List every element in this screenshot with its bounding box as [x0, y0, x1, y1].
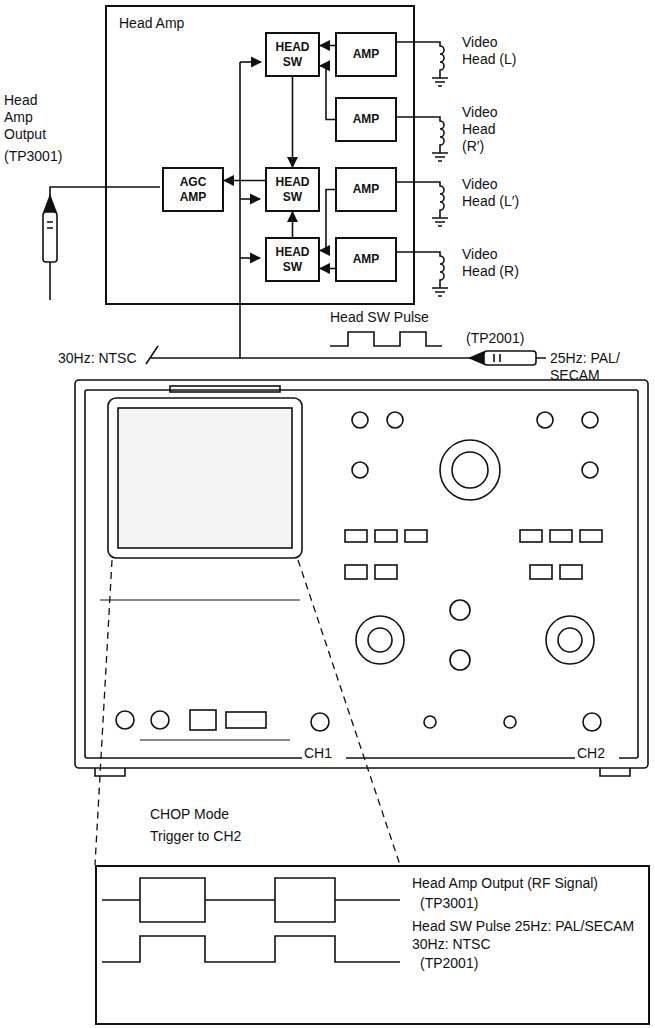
amplifier-box: AMP	[335, 167, 397, 212]
oscilloscope	[75, 380, 648, 776]
signal-name: Head SW Pulse	[330, 309, 450, 326]
agc-amplifier-box: AGC AMP	[162, 167, 224, 212]
probe-cable	[494, 354, 546, 362]
signal-connector	[320, 190, 335, 251]
trace-label: (TP2001)	[420, 955, 645, 973]
pulse-waveform	[330, 332, 442, 346]
test-point-label: (TP3001)	[4, 148, 74, 165]
probe-cable	[47, 222, 53, 300]
signal-connector	[224, 180, 265, 182]
signal-connector	[320, 66, 335, 120]
scope-setting: CHOP Mode	[150, 806, 280, 823]
amplifier-box: AMP	[335, 237, 397, 282]
test-point-label: (TP2001)	[466, 330, 546, 347]
test-point-label: Head Amp Output	[4, 92, 66, 142]
video-head-coil	[395, 117, 448, 161]
housing-title: Head Amp	[119, 15, 184, 31]
video-head-coil	[395, 182, 448, 226]
box-label: AMP	[353, 112, 380, 126]
switch-box: HEAD SW	[265, 237, 320, 282]
waveform-panel: Head Amp Output (RF Signal) (TP3001) Head …	[95, 865, 650, 1025]
box-label: AMP	[353, 252, 380, 266]
video-head-label: Video Head (L′)	[462, 176, 520, 210]
switch-box: HEAD SW	[265, 167, 320, 212]
signal-connector	[292, 77, 294, 167]
trace-label: (TP3001)	[420, 895, 645, 913]
trace-label: Head Amp Output (RF Signal)	[412, 875, 637, 893]
box-label: HEAD SW	[269, 40, 316, 69]
video-head-coil	[395, 252, 448, 296]
head-amp-housing: Head AmpHEAD SW AMP AMP AGC AMP HEAD SW AMP HE…	[105, 5, 415, 305]
channel-label: CH1	[302, 745, 346, 762]
box-label: AMP	[353, 47, 380, 61]
pulse-waveform	[102, 936, 400, 962]
box-label: HEAD SW	[269, 175, 316, 204]
switch-wire	[146, 346, 240, 364]
rf-waveform	[102, 878, 400, 922]
video-head-coil	[395, 42, 448, 86]
signal-connector	[320, 268, 335, 270]
probe-body	[43, 212, 57, 262]
box-label: AMP	[353, 182, 380, 196]
scope-setting: Trigger to CH2	[150, 828, 290, 845]
box-label: AGC AMP	[166, 175, 220, 204]
video-head-label: Video Head (R′)	[462, 104, 520, 154]
video-head-label: Video Head (R)	[462, 246, 520, 280]
trace-label: Head SW Pulse 25Hz: PAL/SECAM 30Hz: NTSC	[412, 918, 637, 953]
box-label: HEAD SW	[269, 245, 316, 274]
signal-connector	[292, 212, 294, 237]
video-head-label: Video Head (L)	[462, 34, 520, 68]
zoom-line	[95, 560, 400, 865]
signal-frequency: 30Hz: NTSC	[58, 350, 148, 367]
switch-box: HEAD SW	[265, 32, 320, 77]
channel-label: CH2	[575, 745, 619, 762]
signal-frequency: 25Hz: PAL/ SECAM	[550, 350, 630, 384]
pulse-wire	[240, 62, 470, 358]
amplifier-box: AMP	[335, 32, 397, 77]
signal-connector	[320, 45, 335, 47]
amplifier-box: AMP	[335, 97, 397, 142]
probe-tip	[470, 352, 484, 364]
probe-body	[484, 351, 536, 365]
probe-tip	[44, 196, 56, 212]
